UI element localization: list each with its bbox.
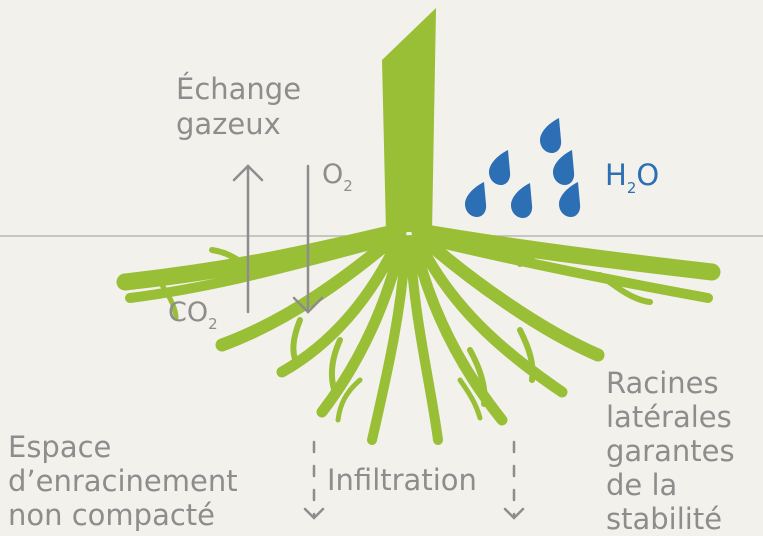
root-branch — [467, 347, 488, 407]
h2o-subscript: 2 — [626, 179, 637, 197]
root-branch — [597, 272, 653, 305]
dashed-arrow-head — [503, 507, 525, 520]
lateral-root-left — [116, 223, 407, 291]
infiltration-arrows — [303, 440, 525, 520]
o2-base: O — [322, 159, 344, 190]
h2o-post: O — [636, 158, 660, 192]
lateral-roots-label: Racines latérales garantes de la stabili… — [606, 366, 735, 536]
o2-subscript: 2 — [343, 177, 353, 195]
root-down-right-4 — [405, 235, 443, 445]
down-arrow-head — [292, 296, 324, 314]
gas-exchange-label: Échange gazeux — [176, 72, 301, 142]
root-branch — [517, 327, 536, 383]
soil-space-line-2: d’enracinement — [8, 464, 238, 498]
soil-space-line-1: Espace — [8, 430, 112, 464]
gas-exchange-line-1: Échange — [176, 72, 302, 106]
water-drop-icon — [540, 118, 562, 153]
gas-arrows — [232, 164, 324, 314]
soil-space-label: Espace d’enracinement non compacté — [8, 430, 238, 532]
root-branch — [517, 246, 573, 267]
root-branch — [335, 377, 363, 423]
soil-space-line-3: non compacté — [8, 498, 215, 532]
plant-stem — [382, 8, 436, 232]
water-drop-icon — [489, 150, 511, 185]
lateral-root-right-2 — [423, 235, 713, 303]
root-down-right-2 — [412, 234, 568, 398]
water-drop-icon — [553, 150, 575, 185]
lateral-roots-line-3: garantes — [606, 434, 735, 468]
up-arrow-head — [232, 164, 264, 182]
water-drop-icon — [559, 182, 581, 217]
lateral-roots-line-5: stabilité — [606, 502, 723, 536]
dashed-arrow-head — [303, 507, 325, 520]
o2-label: O2 — [322, 158, 353, 195]
root-down-left-4 — [367, 235, 411, 445]
root-system — [116, 223, 721, 445]
root-down-right-3 — [408, 234, 508, 426]
water-drop-icon — [511, 183, 533, 218]
root-down-left-1 — [215, 229, 403, 352]
lateral-roots-line-1: Racines — [606, 366, 719, 400]
co2-base: CO — [168, 297, 209, 328]
infiltration-label: Infiltration — [327, 463, 477, 497]
co2-subscript: 2 — [208, 315, 218, 333]
water-drop-icon — [465, 182, 487, 217]
root-branch — [457, 377, 483, 421]
water-drops — [465, 118, 581, 218]
root-branch — [328, 337, 343, 398]
root-down-right-1 — [413, 229, 605, 362]
lateral-roots-line-2: latérales — [606, 400, 732, 434]
lateral-roots-line-4: de la — [606, 468, 678, 502]
gas-exchange-line-2: gazeux — [176, 107, 281, 141]
root-branch — [290, 317, 303, 365]
h2o-label: H2O — [605, 158, 660, 197]
h2o-pre: H — [605, 158, 627, 192]
co2-label: CO2 — [168, 296, 218, 333]
root-branch — [157, 279, 179, 321]
